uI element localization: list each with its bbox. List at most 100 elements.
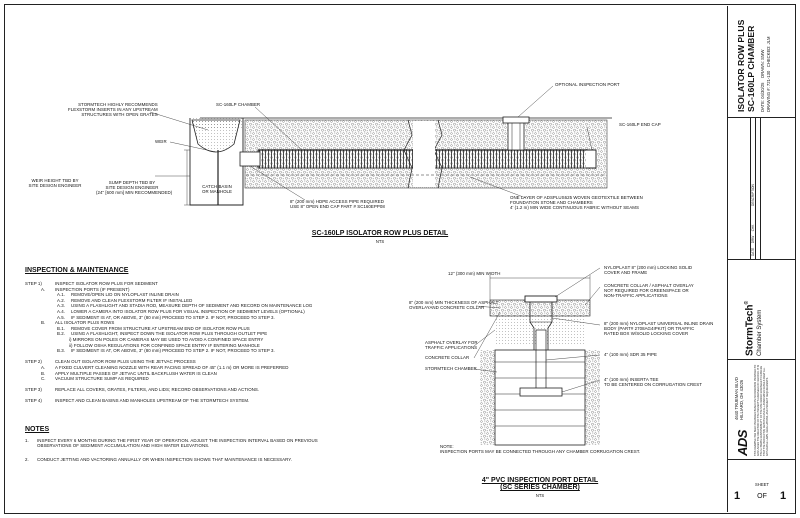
step-text: USING A FLASHLIGHT, INSPECT DOWN THE ISO… xyxy=(71,331,268,337)
inserta-tee-callout: 4" (100 mm) INSERTA TEE TO BE CENTERED O… xyxy=(604,377,702,387)
inspection-step-line: ii) FOLLOW OSHA REGULATIONS FOR CONFINED… xyxy=(25,343,405,349)
sump-depth-callout: SUMP DEPTH TBD BY SITE DESIGN ENGINEER (… xyxy=(96,180,173,196)
note-text: INSPECT EVERY 6 MONTHS DURING THE FIRST … xyxy=(37,438,318,443)
chamber-callout: SC-160LP CHAMBER xyxy=(216,102,261,107)
step-number: B.3. xyxy=(57,348,66,354)
title-line: 4" PVC INSPECTION PORT DETAIL xyxy=(481,477,599,484)
step-number: B.2. xyxy=(57,331,66,337)
callout-line: NYLOPLAST 8" (200 mm) LOCKING SOLID xyxy=(604,265,693,270)
inspection-step-line: STEP 3)REPLACE ALL COVERS, GRATES, FILTE… xyxy=(25,387,405,393)
callout-line: TRAFFIC APPLICATIONS xyxy=(425,345,478,351)
detail2-scale: NTS xyxy=(535,493,545,498)
callout-line: STORMTECH HIGHLY RECOMMENDS xyxy=(78,102,158,107)
inspection-step-line: A.4. LOWER A CAMERA INTO ISOLATOR ROW PLU… xyxy=(25,309,405,315)
inline-drain-callout: 8" (200 mm) NYLOPLAST UNIVERSAL INLINE D… xyxy=(604,321,713,337)
inspection-step-line: STEP 4)INSPECT AND CLEAN BASINS AND MANH… xyxy=(25,398,405,404)
step-text: IF SEDIMENT IS AT, OR ABOVE, 3" (80 mm) … xyxy=(71,314,275,320)
project-title-cell: ISOLATOR ROW PLUS SC-160LP CHAMBER DATE:… xyxy=(728,6,796,118)
brand-name: StormTech® xyxy=(744,301,755,356)
step-number: A. xyxy=(41,286,46,292)
hdpe-pipe-callout: 8" (200 mm) HDPE ACCESS PIPE REQUIRED US… xyxy=(290,199,385,209)
revision-table: DATE DRW CHK DESCRIPTION xyxy=(728,118,796,260)
step-text: REMOVE/OPEN LID ON NYLOPLAST INLINE DRAI… xyxy=(71,292,179,298)
date-label: DATE: xyxy=(760,99,765,112)
callout-line: SITE DESIGN ENGINEER xyxy=(105,185,159,191)
weir-height-callout: WEIR HEIGHT TBD BY SITE DESIGN ENGINEER xyxy=(20,178,90,188)
inspection-step-line: A.1. REMOVE/OPEN LID ON NYLOPLAST INLINE … xyxy=(25,292,405,298)
rev-date-label: DATE xyxy=(751,247,755,256)
inspection-heading: INSPECTION & MAINTENANCE xyxy=(25,267,129,274)
step-number: B. xyxy=(41,370,46,376)
geotextile-callout: ONE LAYER OF ADSPLUS625 WOVEN GEOTEXTILE… xyxy=(510,195,643,211)
brand-cell: StormTech® Chamber System xyxy=(728,260,796,360)
step-number: A.1. xyxy=(57,292,66,298)
asphalt-overlay-callout: ASPHALT OVERLAY FOR TRAFFIC APPLICATIONS xyxy=(425,340,478,350)
project-meta: DATE: 04/30/25 DRAWN: SMW DRAWING #: 721… xyxy=(760,36,772,112)
callout-line: NON-TRAFFIC APPLICATIONS xyxy=(604,293,668,299)
sdr-pipe xyxy=(535,329,547,391)
brand-text: StormTech xyxy=(744,304,756,357)
inspection-port-detail-drawing xyxy=(473,267,601,446)
note-number: 1. xyxy=(25,438,29,443)
note-label: NOTE: xyxy=(440,444,454,449)
callout-line: RATED BOX W/SOLID LOCKING COVER xyxy=(604,331,689,337)
inspection-step-line: STEP 2)CLEAN OUT ISOLATOR ROW PLUS USING… xyxy=(25,359,405,365)
inline-drain-body xyxy=(529,302,553,350)
inspection-step-line: C. VACUUM STRUCTURE SUMP AS REQUIRED xyxy=(25,376,405,382)
step-number: A.2. xyxy=(57,297,66,303)
detail2-title: 4" PVC INSPECTION PORT DETAIL (SC SERIES… xyxy=(440,477,640,492)
inspection-step-line: B.1.REMOVE COVER FROM STRUCTURE AT UPSTR… xyxy=(25,326,405,332)
break-line-left xyxy=(403,119,413,189)
company-address: 4640 TRUEMAN BLVD HILLIARD, OH 43026 xyxy=(734,377,745,420)
description-label: DESCRIPTION xyxy=(751,184,755,206)
callout-line: OR MANHOLE xyxy=(201,189,233,195)
registered-mark: ® xyxy=(744,300,750,305)
inspection-step-line: A.3.USING A FLASHLIGHT AND STADIA ROD, M… xyxy=(25,303,405,309)
inspection-step-line: B.3. IF SEDIMENT IS AT, OR ABOVE, 3" (80 … xyxy=(25,348,405,354)
callout-line: FLEXSTORM INSERTS IN ANY UPSTREAM xyxy=(68,107,158,113)
step-text: A FIXED CULVERT CLEANING NOZZLE WITH REA… xyxy=(55,364,289,370)
sdr-pipe-callout: 4" (100 mm) SDR 35 PIPE xyxy=(604,352,657,357)
step-text: VACUUM STRUCTURE SUMP AS REQUIRED xyxy=(55,376,149,382)
callout-line: CATCH BASIN xyxy=(202,184,232,189)
note-item: 1. INSPECT EVERY 6 MONTHS DURING THE FIRS… xyxy=(25,438,318,448)
ads-logo: ADS xyxy=(735,430,750,456)
step-number: STEP 1) xyxy=(25,281,42,286)
inspection-port-note: NOTE: INSPECTION PORTS MAY BE CONNECTED … xyxy=(440,444,640,454)
step-text: i) MIRRORS ON POLES OR CAMERAS MAY BE US… xyxy=(69,336,264,342)
min-width-callout: 12" (300 mm) MIN WIDTH xyxy=(448,271,501,276)
rev-chk-label: CHK xyxy=(751,224,755,232)
inspection-step-line: B.ALL ISOLATOR PLUS ROWS xyxy=(25,320,405,326)
address-line: HILLIARD, OH 43026 xyxy=(739,379,745,420)
rev-header: DATE DRW CHK DESCRIPTION xyxy=(751,184,755,256)
weir-callout: WEIR xyxy=(155,139,167,144)
note-number: 2. xyxy=(25,457,29,462)
detail1-title: SC-160LP ISOLATOR ROW PLUS DETAIL xyxy=(311,230,449,237)
step-text: REMOVE AND CLEAN FLEXSTORM FILTER IF INS… xyxy=(71,297,193,303)
step-text: IF SEDIMENT IS AT, OR ABOVE, 3" (80 mm) … xyxy=(71,348,275,354)
step-number: B.1. xyxy=(57,325,66,331)
inspection-step-line: A.5.IF SEDIMENT IS AT, OR ABOVE, 3" (80 … xyxy=(25,315,405,321)
step-number: A.4. xyxy=(57,308,66,314)
step-text: INSPECT AND CLEAN BASINS AND MANHOLES UP… xyxy=(55,398,250,404)
checked-value: JLM xyxy=(766,36,771,45)
step-number: C. xyxy=(41,376,46,382)
callout-line: BODY (PART# 2708AG4IPKIT) OR TRAFFIC xyxy=(604,326,695,332)
callout-line: 8" (200 mm) HDPE ACCESS PIPE REQUIRED xyxy=(290,199,384,204)
callout-line: SUMP DEPTH TBD BY xyxy=(108,180,156,185)
inspection-step-line: A.2. REMOVE AND CLEAN FLEXSTORM FILTER IF… xyxy=(25,298,405,304)
step-text: LOWER A CAMERA INTO ISOLATOR ROW PLUS FO… xyxy=(71,308,305,314)
checked-label: CHECKED: xyxy=(766,45,771,68)
inspection-step-line: STEP 1)INSPECT ISOLATOR ROW PLUS FOR SED… xyxy=(25,281,405,287)
step-number: STEP 2) xyxy=(25,359,42,365)
inspection-step-line: B.2. USING A FLASHLIGHT, INSPECT DOWN THE… xyxy=(25,331,405,337)
sheet-cell: SHEET 1 OF 1 xyxy=(728,460,796,512)
callout-line: COVER AND FRAME xyxy=(604,270,648,276)
callout-line: (24" [600 mm] MIN RECOMMENDED) xyxy=(96,190,173,196)
note-text: CONDUCT JETTING AND VACTORING ANNUALLY O… xyxy=(37,457,292,462)
drawing-label: DRAWING #: xyxy=(766,87,771,112)
inspection-step-line: A. A FIXED CULVERT CLEANING NOZZLE WITH R… xyxy=(25,365,405,371)
step-number: A. xyxy=(41,364,46,370)
locking-cover xyxy=(524,295,558,303)
callout-line: 4' (1.2 m) MIN WIDE CONTINUOUS FABRIC WI… xyxy=(510,205,639,211)
